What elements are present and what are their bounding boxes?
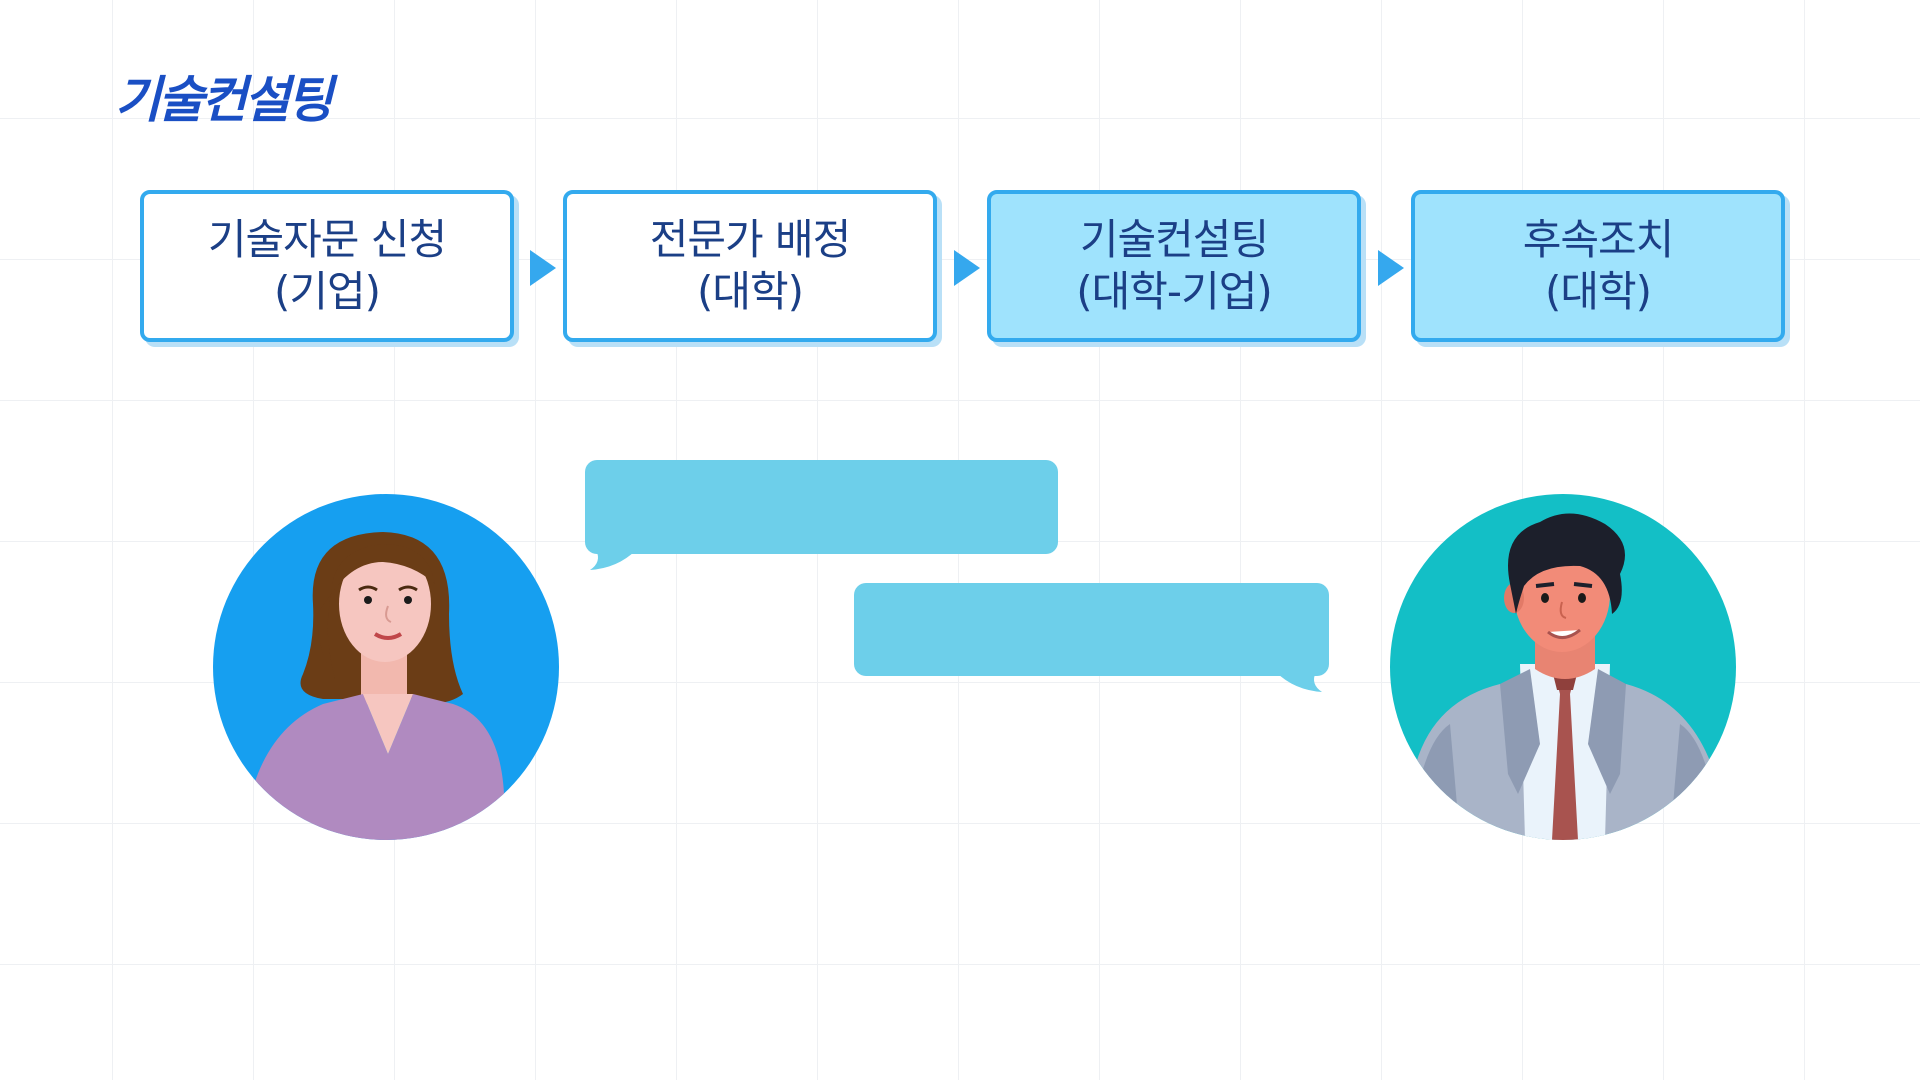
page-title: 기술컨설팅 xyxy=(115,60,330,132)
step-sub: (대학-기업) xyxy=(1076,266,1272,318)
step-sub: (기업) xyxy=(274,266,380,318)
step-tech-consulting: 기술컨설팅 (대학-기업) xyxy=(987,190,1361,342)
arrow-right-icon xyxy=(1378,250,1404,286)
speech-bubble-icon xyxy=(588,550,638,575)
step-tech-advice-request: 기술자문 신청 (기업) xyxy=(140,190,514,342)
step-label: 기술컨설팅 xyxy=(1080,214,1268,266)
step-follow-up: 후속조치 (대학) xyxy=(1411,190,1785,342)
step-sub: (대학) xyxy=(1545,266,1651,318)
man-avatar-icon xyxy=(1390,494,1736,840)
speech-bubble-left xyxy=(585,460,1058,554)
arrow-right-icon xyxy=(530,250,556,286)
step-label: 전문가 배정 xyxy=(650,214,851,266)
speech-bubble-right xyxy=(854,583,1329,676)
man-avatar xyxy=(1390,494,1736,840)
step-label: 기술자문 신청 xyxy=(208,214,446,266)
step-sub: (대학) xyxy=(697,266,803,318)
woman-avatar-icon xyxy=(213,494,559,840)
step-label: 후속조치 xyxy=(1523,214,1674,266)
step-expert-assignment: 전문가 배정 (대학) xyxy=(563,190,937,342)
arrow-right-icon xyxy=(954,250,980,286)
speech-bubble-icon xyxy=(1276,672,1326,697)
woman-avatar xyxy=(213,494,559,840)
